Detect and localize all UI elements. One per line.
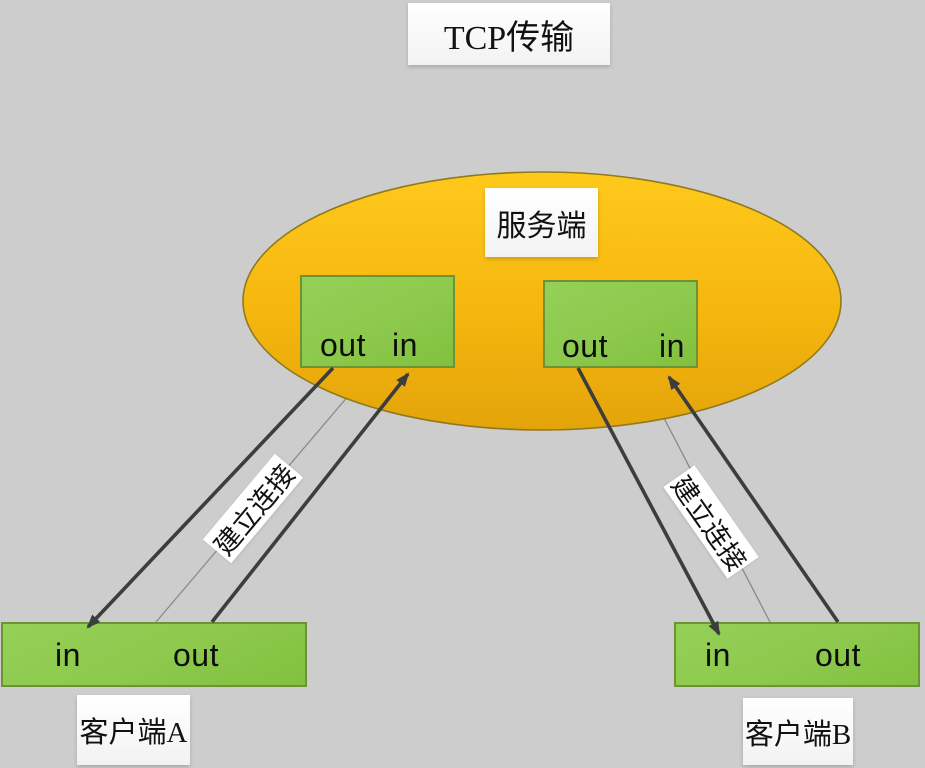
client-out-label: out <box>815 637 861 673</box>
client-in-label: in <box>705 637 731 673</box>
socket-in-label: in <box>392 327 418 363</box>
socket-out-label: out <box>562 328 608 364</box>
client-in-label: in <box>55 637 81 673</box>
page-title: TCP传输 <box>408 3 610 65</box>
server-socket-box-right: out in <box>543 280 698 368</box>
client-b-label: 客户端B <box>743 698 853 765</box>
server-socket-box-left: out in <box>300 275 455 368</box>
socket-out-label: out <box>320 327 366 363</box>
client-b-box: in out <box>674 622 920 687</box>
client-out-label: out <box>173 637 219 673</box>
client-a-label: 客户端A <box>77 695 190 765</box>
server-label: 服务端 <box>485 188 598 257</box>
socket-in-label: in <box>659 328 685 364</box>
client-a-box: in out <box>1 622 307 687</box>
